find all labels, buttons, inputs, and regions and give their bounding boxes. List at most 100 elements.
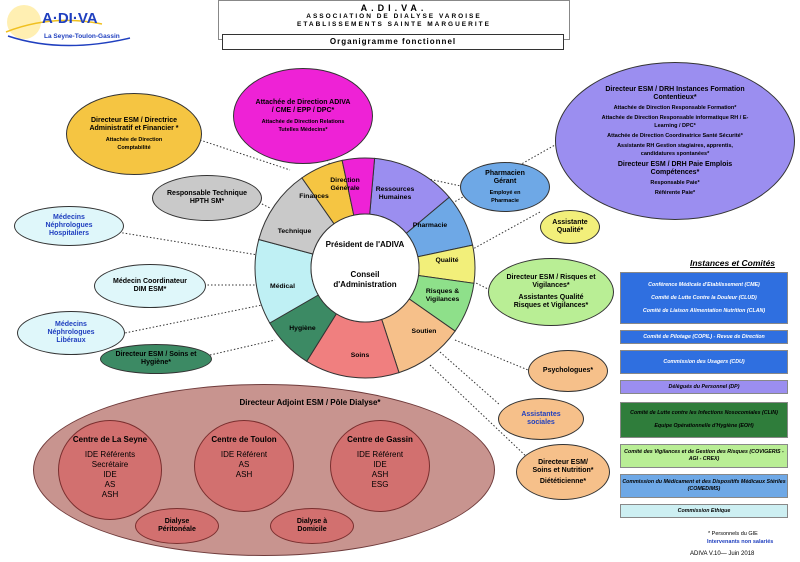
directeur-risques-sub: Assistantes Qualité Risques et Vigilance… (513, 294, 589, 309)
sector-label-qualite: Qualité (435, 257, 459, 264)
comites-title: Instances et Comités (690, 258, 776, 268)
comite-label: Comité de Lutte Contre la Douleur (CLUD) (651, 294, 757, 301)
drh-item: Attachée de Direction Responsable Format… (613, 104, 737, 111)
centre-toulon-name: Centre de Toulon (211, 435, 277, 444)
sector-label-direction: Direction Générale (330, 177, 360, 192)
header-title: A.DI.VA. (360, 3, 428, 13)
comite-label: Commission Ethique (677, 507, 731, 514)
footer-non-salaries: Intervenants non salariés (707, 539, 774, 545)
centre-staff: ASH (371, 470, 389, 479)
centre-la-seyne: Centre de La Seyne IDE Référents Secréta… (58, 420, 162, 520)
centre-staff: ESG (371, 480, 389, 489)
centre-staff: Secrétaire (91, 460, 129, 469)
centre-staff: IDE (373, 460, 387, 469)
centre-staff: AS (238, 460, 250, 469)
wheel-center (310, 213, 420, 323)
header-line1: ASSOCIATION DE DIALYSE VAROISE (306, 13, 482, 20)
sector-label-technique: Technique (277, 228, 312, 235)
comite-label: Délégués du Personnel (DP) (668, 383, 740, 390)
comite-box: Commission Ethique (620, 504, 788, 518)
sector-label-hygiene: Hygiène (289, 325, 316, 332)
bubble-pharmacien: Pharmacien Gérant Employé en Pharmacie (460, 162, 550, 212)
footer-gie: * Personnels du GIE (708, 531, 758, 537)
pole-title: Directeur Adjoint ESM / Pôle Dialyse* (239, 398, 381, 407)
wheel-sectors (254, 157, 476, 379)
centre-la-seyne-name: Centre de La Seyne (72, 435, 148, 444)
logo-graphic (5, 5, 131, 47)
drh-title: Directeur ESM / DRH Instances Formation … (605, 85, 745, 101)
comite-label: Conférence Médicale d'Etablissement (CME… (648, 281, 760, 288)
assistantes-sociales-title: Assistantes sociales (521, 411, 561, 426)
sector-label-rh: Ressources Humaines (375, 186, 415, 201)
comite-box: Comité de Pilotage (COPIL) - Revue de Di… (620, 330, 788, 344)
logo-name: A·DI·VA (42, 10, 98, 27)
center-conseil: Conseil d'Administration (333, 270, 397, 289)
centre-toulon: Centre de Toulon IDE Référent AS ASH (194, 420, 294, 512)
drh-item: Attachée de Direction Coordinatrice Sant… (607, 132, 743, 139)
bubble-medecin-dim: Médecin Coordinateur DIM ESM* (94, 264, 206, 308)
bubble-medecins-liberaux: Médecins Néphrologues Libéraux (17, 311, 125, 355)
comite-box: Commission du Médicament et des Disposit… (620, 474, 788, 498)
pharmacien-title: Pharmacien Gérant (485, 169, 525, 185)
centre-gassin-name: Centre de Gassin (347, 435, 413, 444)
sector-label-soins: Soins (350, 352, 370, 359)
bubble-assistantes-sociales: Assistantes sociales (498, 398, 584, 440)
footer-version: ADIVA V.10— Juin 2018 (690, 551, 755, 557)
psychologues-title: Psychologues* (542, 367, 594, 374)
drh-item: Référente Paie* (654, 189, 696, 196)
comite-box: Commission des Usagers (CDU) (620, 350, 788, 374)
comite-box: Comité des Vigilances et de Gestion des … (620, 444, 788, 468)
bubble-responsable-technique: Responsable Technique HPTH SM* (152, 175, 262, 221)
bubble-drh: Directeur ESM / DRH Instances Formation … (555, 62, 795, 220)
medecin-dim-title: Médecin Coordinateur DIM ESM* (113, 278, 187, 293)
directeur-hygiene-title: Directeur ESM / Soins et Hygiène* (115, 351, 197, 366)
drh-item: Attachée de Direction Responsable inform… (601, 114, 749, 129)
bubble-attachee-direction: Attachée de Direction ADIVA / CME / EPP … (233, 68, 373, 164)
centre-staff: IDE (103, 470, 117, 479)
bubble-assistante-qualite: Assistante Qualité* (540, 210, 600, 244)
centre-staff: AS (104, 480, 116, 489)
bubble-directeur-risques: Directeur ESM / Risques et Vigilances* A… (488, 258, 614, 326)
centre-staff: ASH (101, 490, 119, 499)
sector-label-risques: Risques & Vigilances (425, 288, 460, 303)
org-title: Organigramme fonctionnel (222, 34, 564, 50)
dialyse-domicile-label: Dialyse à Domicile (296, 518, 328, 533)
center-president: Président de l'ADIVA (325, 240, 405, 249)
directeur-admin-sub: Attachée de Direction Comptabilité (105, 136, 163, 151)
drh-title2: Directeur ESM / DRH Paie Emplois Compéte… (617, 160, 733, 176)
dialyse-peritoneale-label: Dialyse Péritonéale (158, 518, 196, 533)
medecins-hospitaliers-title: Médecins Néphrologues Hospitaliers (45, 214, 93, 237)
centre-staff: IDE Référent (356, 450, 404, 459)
logo: A·DI·VA La Seyne-Toulon-Gassin (2, 2, 132, 52)
centre-staff: IDE Référent (220, 450, 268, 459)
comite-label: Comité de Lutte contre les Infections No… (630, 410, 778, 416)
sector-label-finances: Finances (299, 193, 329, 200)
directeur-admin-title: Directeur ESM / Directrice Administratif… (89, 116, 179, 132)
bubble-dialyse-peritoneale: Dialyse Péritonéale (135, 508, 219, 544)
centre-staff: IDE Référents (84, 450, 136, 459)
sector-label-soutien: Soutien (411, 328, 437, 335)
comite-label: Commission du Médicament et des Disposit… (622, 479, 786, 492)
directeur-risques-title: Directeur ESM / Risques et Vigilances* (506, 274, 596, 289)
sector-label-pharmacie: Pharmacie (412, 222, 448, 229)
comite-box: Délégués du Personnel (DP) (620, 380, 788, 394)
comite-box: Conférence Médicale d'Etablissement (CME… (620, 272, 788, 324)
comite-label: Comité des Vigilances et de Gestion des … (624, 449, 784, 462)
bubble-psychologues: Psychologues* (528, 350, 608, 392)
sector-label-medical: Médical (270, 283, 295, 290)
attachee-direction-title: Attachée de Direction ADIVA / CME / EPP … (255, 98, 351, 114)
comite-box: Comité de Lutte contre les Infections No… (620, 402, 788, 438)
bubble-directeur-admin: Directeur ESM / Directrice Administratif… (66, 93, 202, 175)
assistante-qualite-title: Assistante Qualité* (552, 219, 588, 234)
header: A.DI.VA. ASSOCIATION DE DIALYSE VAROISE … (218, 0, 570, 40)
directeur-nutrition-sub: Diététicienne* (539, 477, 587, 485)
comite-label: Comité de Liaison Alimentation Nutrition… (642, 307, 766, 314)
bubble-medecins-hospitaliers: Médecins Néphrologues Hospitaliers (14, 206, 124, 246)
comite-label: Equipe Opérationnelle d'Hygiène (EOH) (654, 423, 754, 429)
comite-label: Commission des Usagers (CDU) (663, 358, 745, 365)
pharmacien-sub: Employé en Pharmacie (489, 189, 521, 204)
centre-staff: ASH (235, 470, 253, 479)
medecins-liberaux-title: Médecins Néphrologues Libéraux (47, 321, 95, 344)
bubble-dialyse-domicile: Dialyse à Domicile (270, 508, 354, 544)
logo-subtitle: La Seyne-Toulon-Gassin (44, 33, 120, 40)
